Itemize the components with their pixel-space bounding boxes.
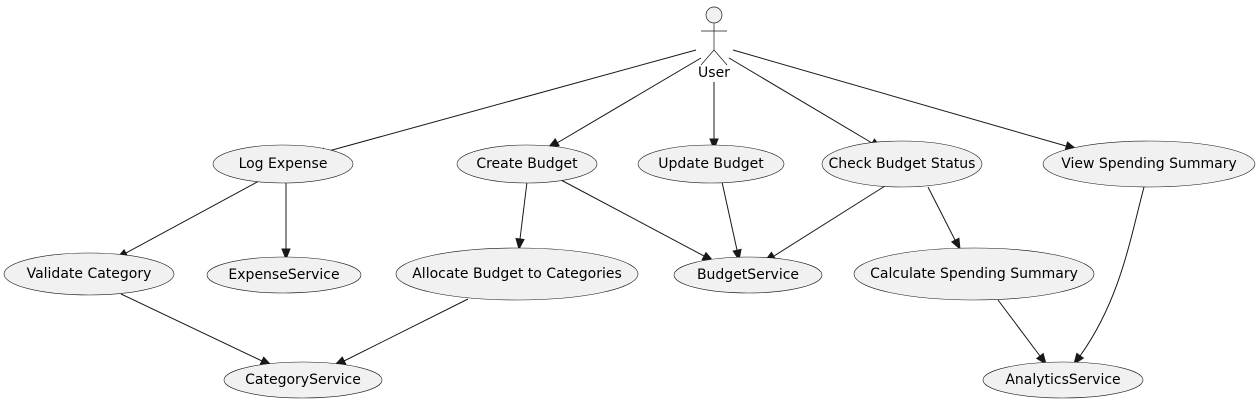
- use-case-create-budget: Create Budget: [456, 144, 598, 184]
- use-case-expense-service-label: ExpenseService: [228, 267, 339, 283]
- use-case-analytics-service-label: AnalyticsService: [1005, 372, 1120, 388]
- use-case-budget-service-label: BudgetService: [697, 267, 799, 283]
- use-case-allocate-budget: Allocate Budget to Categories: [395, 247, 639, 301]
- edge-check-budget-status-budget-service: [773, 185, 886, 257]
- edge-validate-category-category-service: [120, 293, 263, 362]
- use-case-category-service-shape: [223, 361, 383, 399]
- actor-user: User: [698, 6, 730, 81]
- use-case-log-expense-label: Log Expense: [239, 156, 328, 172]
- use-case-view-spending-summary-shape: [1042, 140, 1256, 188]
- use-case-calculate-spending-summary: Calculate Spending Summary: [853, 247, 1095, 301]
- edges-layer: [115, 49, 1145, 366]
- use-case-check-budget-status-shape: [821, 140, 983, 188]
- edge-user-log-expense: [324, 49, 697, 153]
- use-case-create-budget-shape: [456, 144, 598, 184]
- use-case-calculate-spending-summary-label: Calculate Spending Summary: [870, 266, 1078, 282]
- use-case-check-budget-status-label: Check Budget Status: [829, 156, 976, 172]
- edge-update-budget-budget-service: [721, 181, 738, 251]
- edge-create-budget-allocate-budget: [519, 181, 528, 240]
- arrowhead-user-update-budget: [709, 138, 719, 151]
- use-case-category-service-label: CategoryService: [245, 372, 361, 388]
- edge-user-view-spending-summary: [732, 49, 1067, 147]
- actor-label: User: [698, 65, 730, 81]
- use-case-allocate-budget-shape: [395, 247, 639, 301]
- use-case-calculate-spending-summary-shape: [853, 247, 1095, 301]
- use-case-view-spending-summary: View Spending Summary: [1042, 140, 1256, 188]
- edge-user-check-budget-status: [728, 57, 873, 144]
- use-case-update-budget-shape: [637, 144, 785, 184]
- use-case-budget-service: BudgetService: [673, 256, 823, 294]
- arrowhead-view-spending-summary-analytics-service: [1073, 352, 1085, 366]
- edge-allocate-budget-category-service: [343, 298, 469, 362]
- use-case-expense-service: ExpenseService: [206, 256, 362, 294]
- use-case-allocate-budget-label: Allocate Budget to Categories: [412, 266, 622, 282]
- use-case-update-budget-label: Update Budget: [658, 156, 764, 172]
- use-case-check-budget-status: Check Budget Status: [821, 140, 983, 188]
- use-case-validate-category-shape: [3, 252, 175, 296]
- edge-user-create-budget: [556, 57, 702, 144]
- arrowhead-check-budget-status-calculate-spending: [950, 237, 961, 251]
- use-case-update-budget: Update Budget: [637, 144, 785, 184]
- actor-right-leg: [713, 49, 728, 66]
- edge-view-spending-summary-analytics-service: [1079, 186, 1145, 357]
- use-case-budget-service-shape: [673, 256, 823, 294]
- use-case-view-spending-summary-label: View Spending Summary: [1061, 156, 1237, 172]
- use-case-log-expense-shape: [212, 144, 354, 184]
- use-case-log-expense: Log Expense: [212, 144, 354, 184]
- arrowhead-calculate-spending-analytics-service: [1035, 352, 1047, 366]
- arrowhead-log-expense-expense-service: [281, 248, 291, 261]
- use-case-expense-service-shape: [206, 256, 362, 294]
- use-case-analytics-service: AnalyticsService: [982, 361, 1144, 399]
- edge-calculate-spending-analytics-service: [997, 299, 1041, 357]
- use-case-validate-category: Validate Category: [3, 252, 175, 296]
- use-case-validate-category-label: Validate Category: [27, 266, 152, 282]
- edge-log-expense-validate-category: [125, 180, 260, 254]
- arrowhead-create-budget-allocate-budget: [515, 237, 525, 251]
- edge-check-budget-status-calculate-spending: [927, 186, 956, 241]
- actor-left-leg: [700, 49, 715, 66]
- edge-create-budget-budget-service: [560, 179, 705, 257]
- use-cases-layer: Log Expense Create Budget Update Budget …: [3, 140, 1256, 399]
- use-case-analytics-service-shape: [982, 361, 1144, 399]
- actor-head: [705, 6, 723, 24]
- use-case-create-budget-label: Create Budget: [476, 156, 578, 172]
- use-case-category-service: CategoryService: [223, 361, 383, 399]
